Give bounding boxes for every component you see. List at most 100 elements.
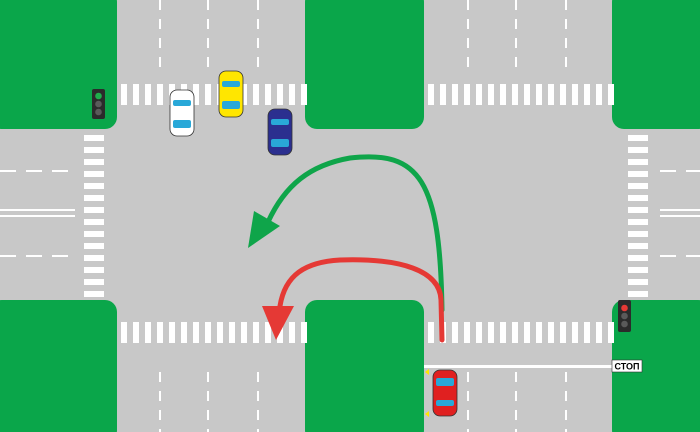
block-top-right	[612, 0, 700, 129]
block-top-left	[0, 0, 117, 129]
crosswalk-stripe	[488, 322, 494, 343]
stop-sign-plate	[611, 359, 643, 373]
traffic-light-top-left	[92, 89, 105, 119]
crosswalk-stripe	[157, 84, 163, 105]
crosswalk-stripe	[584, 84, 590, 105]
crosswalk-stripe	[628, 135, 648, 141]
crosswalk-stripe	[628, 279, 648, 285]
crosswalk-stripe	[193, 322, 199, 343]
traffic-light-amber-lamp	[621, 312, 628, 320]
block-bottom-right	[612, 300, 700, 432]
crosswalk-stripe	[548, 84, 554, 105]
crosswalk-stripe	[476, 322, 482, 343]
crosswalk-stripe	[145, 322, 151, 343]
traffic-light-amber-lamp	[95, 100, 102, 108]
crosswalk-stripe	[145, 84, 151, 105]
crosswalk-stripe	[464, 84, 470, 105]
car-rear-window	[271, 119, 289, 125]
car-body	[169, 89, 195, 137]
crosswalk-stripe	[572, 322, 578, 343]
crosswalk-stripe	[500, 322, 506, 343]
crosswalk-stripe	[289, 322, 295, 343]
crosswalk-stripe	[84, 171, 104, 177]
green-maneuver-arrowhead	[248, 211, 280, 248]
car-rear-window	[222, 81, 240, 87]
crosswalk-stripe	[452, 322, 458, 343]
crosswalk-stripe	[560, 322, 566, 343]
red-maneuver-arrowhead	[262, 306, 294, 340]
crosswalk-stripe	[84, 231, 104, 237]
crosswalk-stripe	[84, 147, 104, 153]
crosswalk-stripe	[476, 84, 482, 105]
crosswalk-stripe	[193, 84, 199, 105]
crosswalk-stripe	[608, 322, 614, 343]
crosswalk-stripe	[84, 279, 104, 285]
green-maneuver-arrow-path	[265, 154, 445, 313]
crosswalk-stripe	[428, 84, 434, 105]
crosswalk-stripe	[500, 84, 506, 105]
crosswalk-stripe	[548, 322, 554, 343]
car-rear-window	[436, 400, 454, 406]
traffic-light-green-lamp	[95, 92, 102, 100]
crosswalk-stripe	[84, 159, 104, 165]
crosswalk-stripe	[428, 322, 434, 343]
car-front-window	[173, 120, 191, 128]
crosswalk-stripe	[84, 207, 104, 213]
crosswalk-stripe	[229, 322, 235, 343]
crosswalk-stripe	[628, 243, 648, 249]
crosswalk-stripe	[84, 219, 104, 225]
crosswalk-stripe	[628, 147, 648, 153]
crosswalk-stripe	[628, 255, 648, 261]
crosswalk-stripe	[181, 322, 187, 343]
white-car	[169, 89, 195, 137]
crosswalk-stripe	[121, 84, 127, 105]
crosswalk-stripe	[84, 255, 104, 261]
crosswalk-stripe	[536, 322, 542, 343]
crosswalk-stripe	[608, 84, 614, 105]
stop-sign-label: СТОП	[614, 362, 639, 372]
crosswalk-stripe	[628, 183, 648, 189]
crosswalk-stripe	[584, 322, 590, 343]
block-bottom-center	[305, 300, 424, 432]
crosswalk-stripe	[596, 322, 602, 343]
crosswalk-stripe	[84, 195, 104, 201]
crosswalk-stripe	[84, 183, 104, 189]
crosswalk-stripe	[265, 84, 271, 105]
crosswalk-stripe	[84, 135, 104, 141]
crosswalk-stripe	[628, 159, 648, 165]
crosswalk-stripe	[277, 322, 283, 343]
crosswalk-stripe	[464, 322, 470, 343]
crosswalk-stripe	[572, 84, 578, 105]
crosswalk-stripe	[241, 322, 247, 343]
crosswalk-stripe	[289, 84, 295, 105]
red-maneuver-arrow-path	[277, 257, 445, 343]
crosswalk-stripe	[512, 322, 518, 343]
block-top-center	[305, 0, 424, 129]
crosswalk-stripe	[253, 322, 259, 343]
crosswalk-stripe	[169, 322, 175, 343]
crosswalk-stripe	[488, 84, 494, 105]
car-front-window	[222, 101, 240, 109]
crosswalk-stripe	[628, 231, 648, 237]
crosswalk-stripe	[121, 322, 127, 343]
crosswalk-stripe	[452, 84, 458, 105]
car-body	[432, 369, 458, 417]
crosswalk-stripe	[440, 84, 446, 105]
crosswalk-stripe	[241, 84, 247, 105]
crosswalk-stripe	[628, 195, 648, 201]
traffic-light-bottom-right	[618, 300, 631, 332]
crosswalk-stripe	[133, 322, 139, 343]
crosswalk-stripe	[628, 291, 648, 297]
traffic-light-green-lamp	[621, 320, 628, 328]
car-rear-window	[173, 100, 191, 106]
crosswalk-stripe	[524, 322, 530, 343]
crosswalk-stripe	[84, 291, 104, 297]
crosswalk-stripe	[301, 322, 307, 343]
crosswalk-stripe	[628, 219, 648, 225]
blue-car	[267, 108, 293, 156]
crosswalk-stripe	[628, 267, 648, 273]
crosswalk-stripe	[253, 84, 259, 105]
stop-line-bar	[424, 365, 614, 368]
